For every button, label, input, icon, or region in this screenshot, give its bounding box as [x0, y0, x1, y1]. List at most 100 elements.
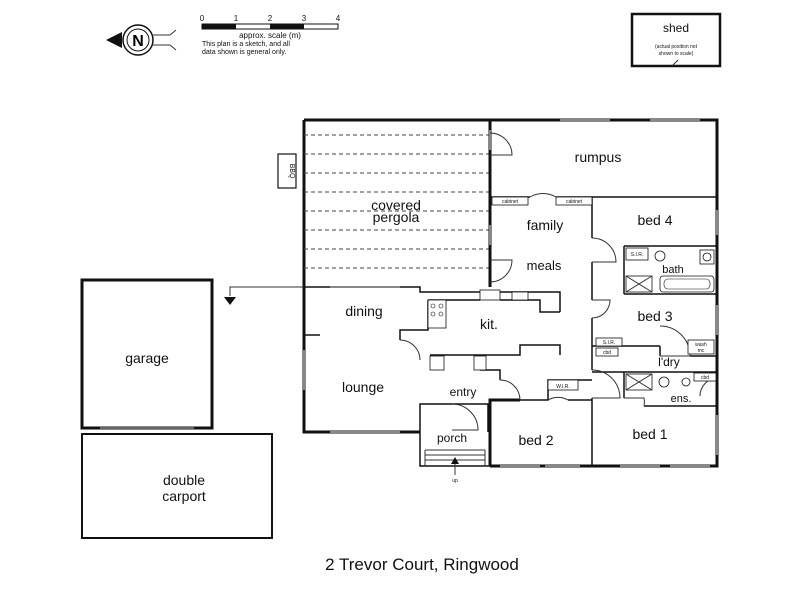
cabinet-right-label: cabinet — [566, 199, 583, 205]
garage: garage — [80, 278, 214, 430]
bbq-label: BBQ — [288, 164, 295, 179]
arrow-up-icon — [451, 457, 459, 464]
compass-tail-lower — [152, 44, 177, 51]
scale-bar-segment — [202, 24, 236, 29]
bbq-outline — [277, 153, 297, 189]
porch-wall — [419, 432, 490, 467]
shed-note-line2: shown to scale) — [659, 51, 694, 57]
scale-number-3: 3 — [302, 14, 307, 23]
shed-note-line1: (actual position not — [655, 44, 698, 50]
disclaimer-line1: This plan is a sketch, and all — [202, 41, 290, 48]
burner-icon — [430, 311, 436, 317]
room-label-covered-line2: pergola — [373, 209, 420, 225]
compass-inner-circle — [126, 28, 150, 52]
room-label-meals: meals — [527, 258, 562, 273]
door-bed4 — [591, 237, 617, 263]
door-ensuite — [624, 397, 645, 407]
room-label-dining: dining — [345, 303, 382, 319]
shed-outline — [630, 12, 722, 68]
pergola: covered pergola — [224, 118, 490, 305]
cabinet-left-label: cabinet — [502, 199, 519, 205]
burner-icon — [438, 311, 444, 317]
scale-bar: 0 1 2 3 4 approx. scale (m) This plan is… — [200, 14, 341, 56]
scale-bar-segment — [270, 24, 304, 29]
compass: N — [106, 24, 177, 56]
disclaimer-line2: data shown is general only. — [202, 49, 286, 56]
sir-bath-label: S.I.R. — [631, 252, 644, 258]
pergola-side-line — [229, 286, 304, 296]
room-label-porch: porch — [437, 431, 467, 445]
bed2-west-wall — [488, 398, 520, 466]
scale-number-0: 0 — [200, 14, 205, 23]
room-label-bed3: bed 3 — [637, 308, 672, 324]
scale-number-1: 1 — [234, 14, 239, 23]
carport-outline — [81, 433, 273, 539]
door-meals-pergola — [489, 259, 513, 283]
scale-label: approx. scale (m) — [239, 31, 301, 40]
burner-icon — [438, 303, 444, 309]
door-rumpus-family — [529, 193, 557, 198]
room-labels: rumpus family meals bed 4 bath bed 3 l'd… — [342, 149, 691, 448]
basin-icon — [658, 376, 670, 388]
room-label-family: family — [527, 217, 564, 233]
wash-line2: mc — [698, 348, 705, 354]
shower-cross-icon — [625, 275, 653, 293]
arrow-down-icon — [224, 297, 236, 305]
cbd-laundry-label: cbd — [603, 350, 611, 356]
sir-bed3-label: S.I.R. — [603, 340, 616, 346]
room-label-lounge: lounge — [342, 379, 384, 395]
door-entry — [451, 403, 479, 431]
room-label-carport-line1: double — [163, 472, 205, 488]
door-bed1 — [591, 369, 621, 399]
kitchen-island — [430, 344, 561, 356]
compass-tail-icon — [152, 29, 177, 36]
compass-arrow-icon — [106, 32, 122, 48]
kitchen-pantry — [429, 355, 445, 371]
bathtub — [659, 275, 715, 293]
fixtures: cabinet cabinet S.I.R. S.I.R. wash mc cb… — [427, 196, 717, 391]
door-bed2 — [499, 379, 521, 401]
cbd-ensuite-label: cbd — [701, 375, 709, 381]
garage-outline — [80, 278, 214, 430]
door-wir — [547, 396, 569, 401]
porch-steps: up — [424, 449, 486, 484]
room-label-carport-line2: carport — [162, 488, 206, 504]
sir-bed3 — [595, 337, 623, 347]
room-label-laundry: l'dry — [658, 355, 680, 369]
room-label-bed2: bed 2 — [518, 432, 553, 448]
wir-label: W.I.R. — [556, 384, 570, 390]
room-label-entry: entry — [450, 385, 477, 399]
address-title: 2 Trevor Court, Ringwood — [325, 555, 519, 574]
shed-door — [671, 59, 679, 67]
room-label-kitchen: kit. — [480, 316, 498, 332]
windows — [303, 119, 718, 467]
bbq: BBQ — [277, 153, 297, 189]
toilet-icon — [681, 377, 691, 387]
cbd-laundry — [595, 347, 619, 357]
room-label-bed4: bed 4 — [637, 212, 672, 228]
up-label: up — [452, 478, 458, 484]
door-rumpus-pergola — [489, 132, 513, 156]
entry-wall — [480, 369, 501, 380]
bathtub-inner — [663, 278, 711, 290]
room-label-bed1: bed 1 — [632, 426, 667, 442]
room-label-ensuite: ens. — [671, 393, 692, 405]
door-kitchen — [399, 339, 421, 361]
wir-box — [547, 379, 579, 391]
door-laundry — [659, 325, 691, 357]
compass-letter: N — [132, 33, 144, 50]
scale-number-4: 4 — [336, 14, 341, 23]
room-label-covered-line1: covered — [371, 197, 421, 213]
kitchen-fridge — [473, 355, 487, 371]
burner-icon — [430, 303, 436, 309]
room-label-bath: bath — [662, 264, 683, 276]
toilet-icon — [702, 252, 712, 262]
kitchen-bench-side — [399, 300, 429, 340]
cabinet-right — [555, 196, 593, 206]
cabinet-left — [491, 196, 529, 206]
toilet-box — [699, 249, 715, 265]
kitchen-sink — [479, 289, 501, 301]
carport: double carport — [81, 433, 273, 539]
shed: shed (actual position not shown to scale… — [630, 12, 722, 68]
